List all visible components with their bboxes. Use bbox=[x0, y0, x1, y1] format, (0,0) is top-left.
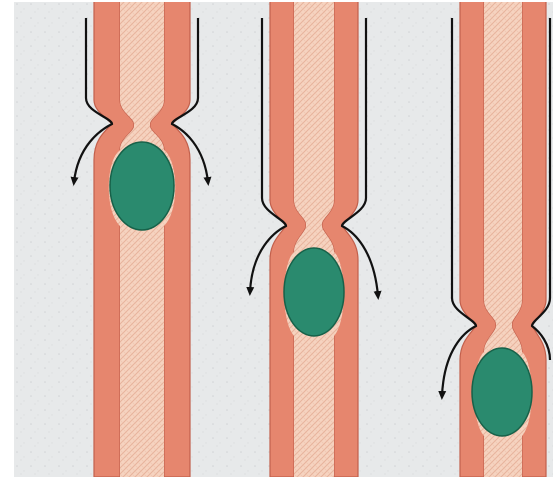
esophagus-lumen bbox=[294, 0, 334, 477]
food-bolus bbox=[472, 348, 532, 436]
panel-1 bbox=[74, 0, 208, 477]
esophagus-lumen bbox=[120, 0, 164, 477]
food-bolus bbox=[110, 142, 174, 230]
food-bolus bbox=[284, 248, 344, 336]
top-edge bbox=[0, 0, 553, 2]
